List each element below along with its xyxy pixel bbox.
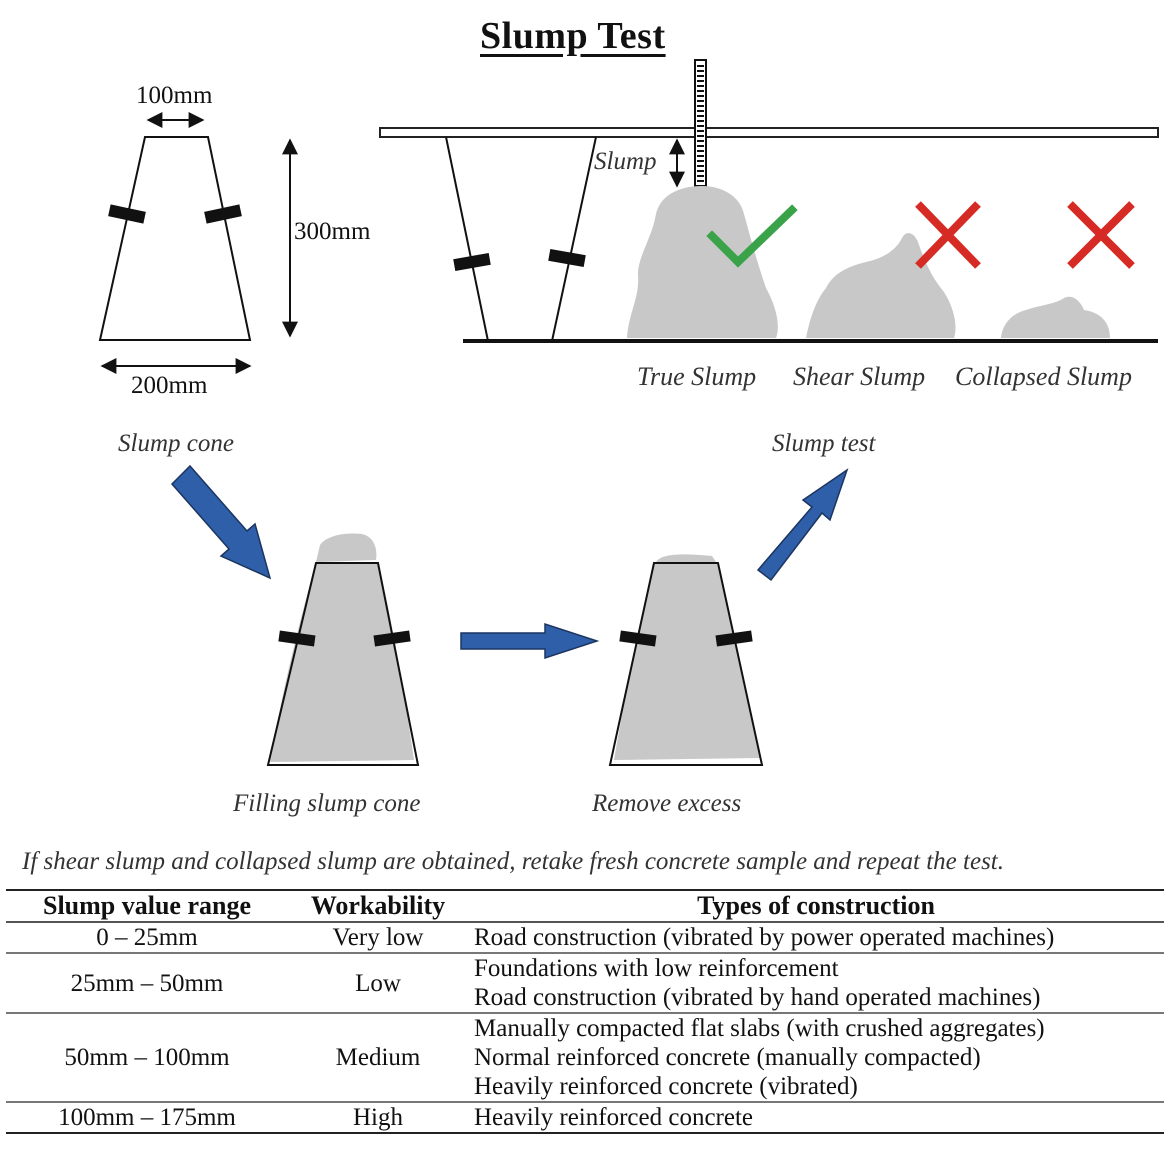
retest-note: If shear slump and collapsed slump are o… <box>22 848 1004 875</box>
lifted-cone-left-side <box>445 136 489 342</box>
slump-range-cell: 0 – 25mm <box>96 924 198 951</box>
construction-type-item: Normal reinforced concrete (manually com… <box>474 1044 981 1071</box>
construction-type-item: Road construction (vibrated by power ope… <box>474 924 1055 951</box>
construction-type-item: Road construction (vibrated by hand oper… <box>474 984 1041 1011</box>
remove-excess-cone <box>608 554 764 766</box>
slump-label: Slump <box>594 148 657 175</box>
workability-table: Slump value range Workability Types of c… <box>6 889 1164 1134</box>
arrow-to-remove-excess <box>460 622 600 660</box>
construction-type-item: Heavily reinforced concrete <box>474 1104 754 1131</box>
slump-test-label: Slump test <box>772 430 876 457</box>
slump-range-cell: 50mm – 100mm <box>64 1044 230 1071</box>
header-construction-types: Types of construction <box>697 891 935 920</box>
lifted-cone-right-side <box>551 136 597 342</box>
slump-measurement <box>379 59 1159 343</box>
slump-cone-label: Slump cone <box>118 430 234 457</box>
table-row: 0 – 25mm Very low Road construction (vib… <box>6 922 1164 953</box>
filling-cone <box>266 533 420 766</box>
cone-top-width-label: 100mm <box>136 82 213 109</box>
construction-type-item: Foundations with low reinforcement <box>474 955 839 982</box>
arrow-to-slump-test <box>756 468 849 582</box>
collapsed-slump-shape <box>1001 296 1110 338</box>
workability-cell: Low <box>355 969 401 997</box>
cone-handle-left <box>108 204 146 224</box>
header-slump-range: Slump value range <box>42 891 252 920</box>
cone-handle-right <box>204 204 242 224</box>
cone-dimension-drawing <box>98 112 298 374</box>
cone-bottom-width-label: 200mm <box>131 372 208 399</box>
arrow-to-filling <box>170 464 272 580</box>
construction-types-cell: Manually compacted flat slabs (with crus… <box>468 1013 1164 1102</box>
workability-cell: Medium <box>335 1044 421 1071</box>
cone-height-label: 300mm <box>294 218 371 245</box>
shear-slump-label: Shear Slump <box>793 362 926 391</box>
remove-excess-label: Remove excess <box>592 790 742 817</box>
workability-table-container: Slump value range Workability Types of c… <box>6 889 1164 1134</box>
construction-types-cell: Road construction (vibrated by power ope… <box>468 922 1164 953</box>
table-header-row: Slump value range Workability Types of c… <box>6 890 1164 922</box>
workability-cell: Very low <box>332 924 424 951</box>
table-row: 50mm – 100mm Medium Manually compacted f… <box>6 1013 1164 1102</box>
shear-slump-shape <box>806 233 956 338</box>
construction-types-cell: Foundations with low reinforcement Road … <box>468 953 1164 1013</box>
lifted-cone-handle-right <box>548 248 586 268</box>
true-slump-check-icon <box>706 204 798 268</box>
page-title: Slump Test <box>480 15 666 57</box>
workability-cell: High <box>353 1104 403 1131</box>
shear-slump-cross-icon <box>915 201 981 269</box>
true-slump-label: True Slump <box>637 362 757 391</box>
slump-test-diagram <box>98 59 1159 766</box>
true-slump-shape <box>627 186 778 338</box>
ruler <box>694 59 707 187</box>
table-row: 25mm – 50mm Low Foundations with low rei… <box>6 953 1164 1013</box>
filling-slump-cone-label: Filling slump cone <box>233 790 421 817</box>
construction-types-cell: Heavily reinforced concrete <box>468 1102 1164 1133</box>
cone-outline <box>98 136 252 341</box>
ruler-ticks <box>697 65 704 182</box>
collapsed-slump-label: Collapsed Slump <box>955 362 1132 391</box>
straight-edge-bar <box>379 127 1159 138</box>
slump-range-cell: 100mm – 175mm <box>58 1104 236 1131</box>
construction-type-item: Heavily reinforced concrete (vibrated) <box>474 1073 858 1100</box>
table-row: 100mm – 175mm High Heavily reinforced co… <box>6 1102 1164 1133</box>
header-workability: Workability <box>310 891 446 920</box>
construction-type-item: Manually compacted flat slabs (with crus… <box>474 1015 1045 1042</box>
lifted-cone-handle-left <box>453 252 491 272</box>
collapsed-slump-cross-icon <box>1067 201 1135 269</box>
slump-range-cell: 25mm – 50mm <box>70 969 224 997</box>
